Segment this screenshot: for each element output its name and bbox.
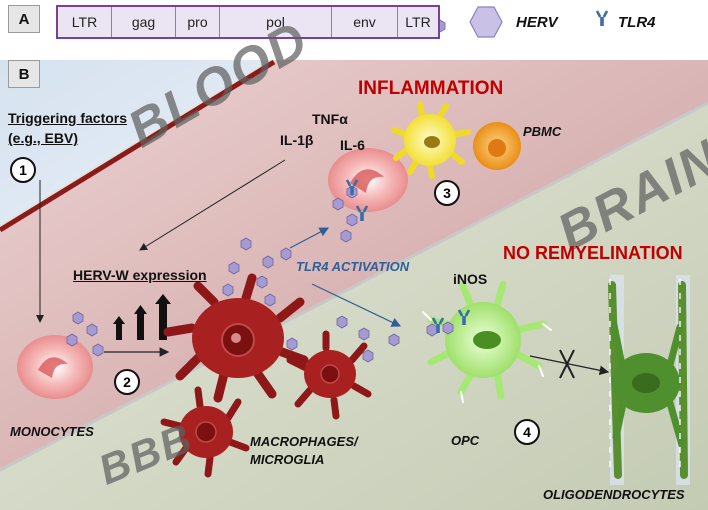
step-3-marker: 3 [434, 180, 460, 206]
pbmc-label: PBMC [523, 124, 562, 139]
no-remyelination-title: NO REMYELINATION [503, 243, 683, 263]
step-1-marker: 1 [10, 157, 36, 183]
triggering-factors-line2: (e.g., EBV) [8, 130, 79, 146]
step-4-marker: 4 [514, 419, 540, 445]
monocytes-label: MONOCYTES [10, 424, 94, 439]
genome-segment-gag: gag [112, 7, 176, 37]
cytokine-il1: IL-1β [280, 132, 314, 148]
panel-a-letter: A [8, 5, 40, 33]
genome-segment-env: env [332, 7, 398, 37]
opc-label: OPC [451, 433, 480, 448]
macrophages-label-line1: MACROPHAGES/ [250, 434, 358, 449]
triggering-factors-line1: Triggering factors [8, 110, 128, 126]
genome-segment-pol: pol [220, 7, 332, 37]
herv-w-expression-label: HERV-W expression [73, 267, 207, 283]
inflammation-title: INFLAMMATION [358, 78, 504, 99]
oligodendrocytes-label: OLIGODENDROCYTES [543, 487, 685, 502]
herv-legend-label: HERV [516, 14, 558, 31]
genome-segment-ltr-left: LTR [58, 7, 112, 37]
herv-legend-icon [469, 6, 503, 38]
inos-label: iNOS [453, 271, 488, 287]
tlr4-legend-label: TLR4 [618, 14, 656, 31]
cytokine-tnf: TNFα [312, 111, 348, 127]
step-2-marker: 2 [114, 369, 140, 395]
herv-genome-bar: LTR gag pro pol env LTR [56, 5, 440, 39]
genome-segment-ltr-right: LTR [405, 14, 431, 30]
cytokine-il6: IL-6 [340, 137, 365, 153]
genome-segment-pro: pro [176, 7, 220, 37]
macrophages-label-line2: MICROGLIA [250, 452, 325, 467]
panel-b-letter: B [8, 60, 40, 88]
tlr4-activation-label: TLR4 ACTIVATION [296, 259, 410, 274]
